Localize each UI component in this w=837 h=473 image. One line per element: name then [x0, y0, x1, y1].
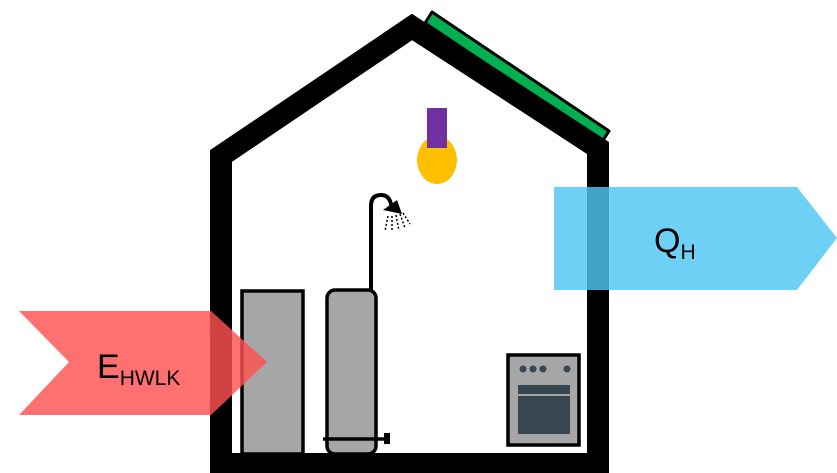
stove-icon: [508, 355, 579, 445]
water-tank-icon: [323, 290, 390, 454]
shower-icon: [371, 195, 410, 296]
heat-output-arrow: QH: [554, 187, 837, 290]
light-bulb-icon: [417, 108, 457, 184]
solar-panel-icon: [425, 12, 609, 142]
